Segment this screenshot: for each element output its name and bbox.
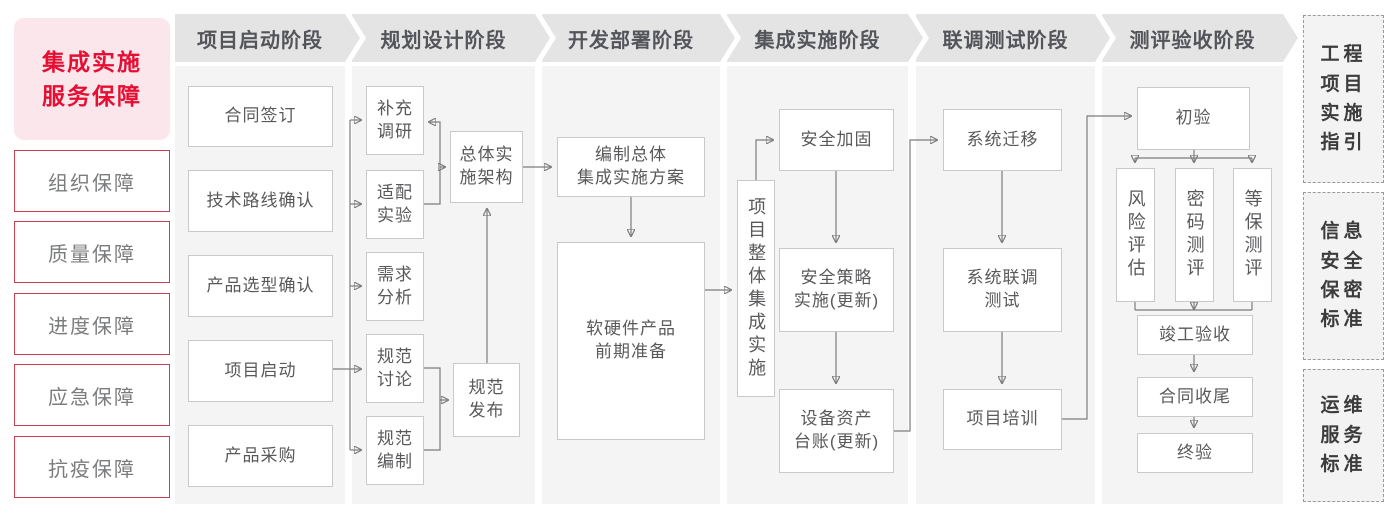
box-system-migration: 系统迁移: [943, 109, 1062, 171]
box-project-kickoff: 项目启动: [188, 340, 333, 402]
box-product-selection-confirm: 产品选型确认: [188, 255, 333, 317]
box-system-joint-testing: 系统联调 测试: [943, 248, 1062, 332]
box-risk-assessment: 风险评估: [1116, 168, 1155, 302]
sidebar-item-epidemic: 抗疫保障: [14, 436, 170, 498]
box-requirement-analysis: 需求 分析: [366, 252, 424, 321]
standard-project-implementation-guide: 工程 项目 实施 指引: [1303, 15, 1384, 183]
box-mlps-evaluation: 等保测评: [1233, 168, 1272, 302]
box-overall-integration-impl: 项目整体集成实施: [737, 180, 775, 397]
phase-header-joint-test: 联调测试阶段: [916, 14, 1116, 62]
box-initial-acceptance: 初验: [1137, 87, 1250, 150]
box-hw-sw-preparation: 软硬件产品 前期准备: [557, 242, 705, 440]
box-security-hardening: 安全加固: [779, 109, 894, 171]
box-adaptation-test: 适配 实验: [366, 170, 424, 239]
phase-header-project-kickoff: 项目启动阶段: [175, 14, 366, 62]
standard-operation-service: 运维 服务 标准: [1303, 369, 1384, 502]
sidebar-item-quality: 质量保障: [14, 221, 170, 283]
phase-header-integration: 集成实施阶段: [727, 14, 929, 62]
box-product-procurement: 产品采购: [188, 425, 333, 487]
box-overall-impl-architecture: 总体实 施架构: [450, 131, 523, 203]
phase-header-planning-design: 规划设计阶段: [352, 14, 556, 62]
box-completion-acceptance: 竣工验收: [1137, 315, 1253, 355]
box-security-policy-impl: 安全策略 实施(更新): [779, 248, 894, 332]
box-overall-integration-plan: 编制总体 集成实施方案: [557, 137, 705, 197]
box-spec-discussion: 规范 讨论: [366, 334, 424, 403]
box-contract-signing: 合同签订: [188, 86, 333, 147]
box-final-acceptance: 终验: [1137, 433, 1253, 473]
sidebar-item-organization: 组织保障: [14, 150, 170, 212]
sidebar-title: 集成实施 服务保障: [14, 18, 170, 140]
sidebar-item-emergency: 应急保障: [14, 364, 170, 426]
box-project-training: 项目培训: [943, 389, 1062, 450]
box-spec-drafting: 规范 编制: [366, 416, 424, 485]
box-tech-route-confirm: 技术路线确认: [188, 170, 333, 232]
phase-header-dev-deploy: 开发部署阶段: [542, 14, 741, 62]
box-contract-closure: 合同收尾: [1137, 377, 1253, 417]
sidebar-item-schedule: 进度保障: [14, 293, 170, 355]
box-crypto-evaluation: 密码测评: [1175, 168, 1214, 302]
box-spec-release: 规范 发布: [453, 363, 520, 437]
box-supplementary-research: 补充 调研: [366, 86, 424, 155]
phase-header-evaluation: 测评验收阶段: [1102, 14, 1304, 62]
standard-info-security-confidentiality: 信息 安全 保密 标准: [1303, 192, 1384, 360]
box-asset-ledger: 设备资产 台账(更新): [779, 389, 894, 473]
